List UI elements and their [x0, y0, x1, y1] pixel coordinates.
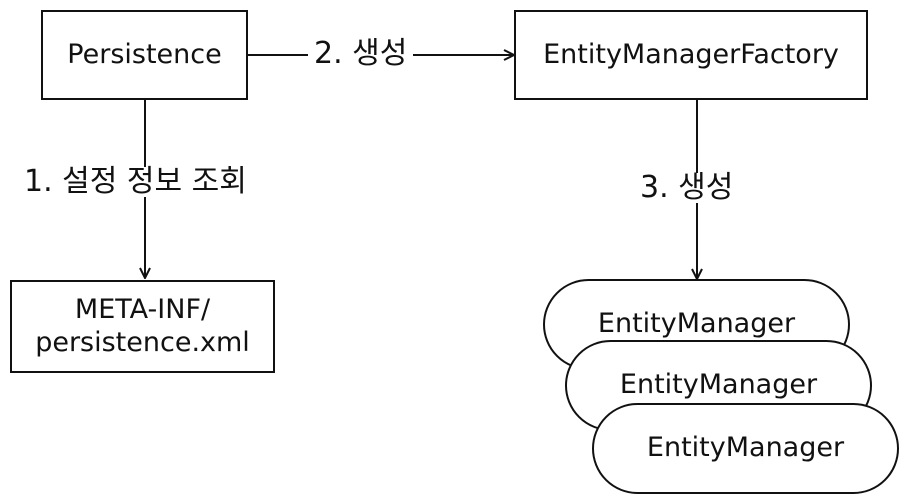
entity-manager-factory-label: EntityManagerFactory	[543, 38, 839, 70]
edge-label-step3: 3. 생성	[634, 173, 740, 203]
entity-manager-node-3: EntityManager	[592, 403, 899, 494]
entity-manager-label-3: EntityManager	[646, 432, 845, 464]
entity-manager-label-2: EntityManager	[619, 369, 818, 401]
edge-label-step2: 2. 생성	[308, 39, 414, 69]
entity-manager-label-1: EntityManager	[597, 308, 796, 340]
persistence-node: Persistence	[41, 10, 248, 100]
entity-manager-factory-node: EntityManagerFactory	[514, 10, 868, 100]
config-file-label-line1: META-INF/	[74, 294, 211, 326]
persistence-label: Persistence	[67, 38, 222, 70]
config-file-label-line2: persistence.xml	[35, 326, 250, 358]
edge-label-step1: 1. 설정 정보 조회	[18, 167, 253, 197]
config-file-node: META-INF/ persistence.xml	[10, 280, 275, 373]
